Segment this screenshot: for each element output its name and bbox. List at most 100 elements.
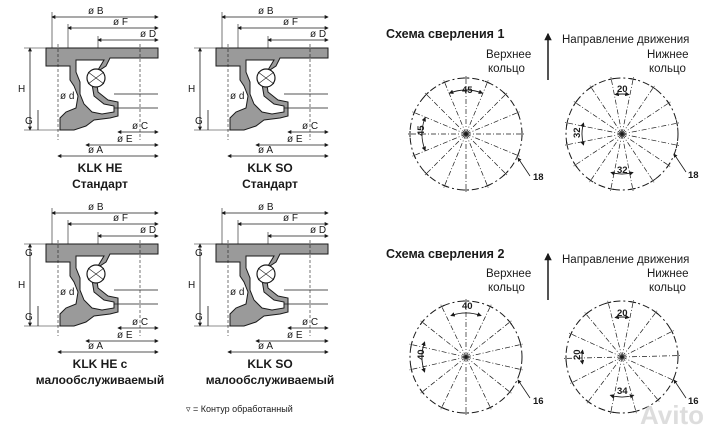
s2-upper-spoke <box>465 343 525 358</box>
section1-dim-e: ø E <box>117 134 133 145</box>
section3-profile-outer <box>45 243 159 327</box>
section4-dim-b: ø B <box>258 202 274 213</box>
s1-upper-arc-top <box>448 89 484 94</box>
scheme2-upper-ring <box>407 297 531 417</box>
s2-lower-hole-mark <box>585 399 591 404</box>
s1-lower-spoke <box>621 75 635 135</box>
s1-lower-spoke <box>609 133 623 193</box>
scheme2-upper-label-2: кольцо <box>488 282 525 294</box>
s2-lower-spoke <box>606 298 623 358</box>
s2-lower-spoke <box>621 298 635 358</box>
s2-lower-spoke <box>621 329 676 358</box>
s2-upper-hole-mark <box>410 366 413 373</box>
s1-lower-spoke <box>563 121 623 135</box>
section4-profile-outer <box>215 243 329 327</box>
s2-upper-hole-mark <box>519 366 522 373</box>
watermark-text: Avito <box>640 400 704 430</box>
s1-lower-hole-mark <box>565 141 569 148</box>
section2-dim-e: ø E <box>287 134 303 145</box>
section2-dim-a: ø A <box>258 145 273 156</box>
scheme2-upper-label-1: Верхнее <box>486 268 531 280</box>
s1-lower-circle <box>565 77 679 191</box>
s2-upper-spoke <box>465 356 525 371</box>
s1-lower-angle-bottom: 32 <box>617 165 628 176</box>
s1-lower-hole-mark <box>666 100 671 106</box>
s2-lower-hole-mark <box>632 410 639 413</box>
section3-dim-g2: G <box>25 248 33 259</box>
s1-upper-spoke <box>465 110 522 135</box>
section3-dim-c: ø C <box>132 317 148 328</box>
s1-upper-hole-mark <box>503 91 509 97</box>
s2-lower-hole-mark <box>583 311 589 317</box>
s2-upper-hole-mark <box>438 405 445 410</box>
s2-upper-holes: 16 <box>533 396 544 407</box>
s2-lower-angle-bottom: 34 <box>617 386 628 397</box>
scheme2-lower-label-1: Нижнее <box>647 268 689 280</box>
s1-lower-hole-mark <box>566 119 569 126</box>
s1-upper-hole-mark <box>516 109 520 116</box>
s2-upper-hole-mark <box>487 304 494 309</box>
section3-dim-a: ø A <box>88 341 103 352</box>
s1-upper-hole-mark <box>412 109 416 116</box>
section2-dim-g: G <box>195 116 203 127</box>
s1-upper-hole-mark <box>423 91 429 97</box>
s1-lower-hole-mark <box>630 78 637 81</box>
section1-dim-g: G <box>25 116 33 127</box>
s1-lower-hole-mark <box>587 178 594 183</box>
s1-lower-spoke <box>621 133 656 185</box>
s1-upper-hole-mark <box>484 184 491 188</box>
s1-upper-hole-mark <box>503 171 509 177</box>
s2-lower-arc-bottom <box>609 394 635 399</box>
section3-ball-cross-2 <box>87 267 105 281</box>
s2-upper-spoke <box>465 302 493 358</box>
s2-upper-hole-mark <box>487 405 494 410</box>
s1-upper-spoke <box>423 91 467 135</box>
section1-dim-b: ø B <box>88 6 104 17</box>
s1-upper-hole-mark <box>484 80 491 84</box>
scheme1-direction: Направление движения <box>562 34 689 46</box>
s2-lower-spoke <box>621 356 638 416</box>
section2-dim-b: ø B <box>258 6 274 17</box>
section3-dim-b: ø B <box>88 202 104 213</box>
s2-lower-arc-left <box>579 349 585 365</box>
s1-lower-hole-mark <box>588 85 594 90</box>
s1-upper-spoke <box>465 133 490 190</box>
s1-lower-center <box>620 132 624 136</box>
s2-upper-angle-top: 40 <box>462 301 473 312</box>
s2-lower-hole-mark <box>670 328 674 335</box>
scheme2-title: Схема сверления 2 <box>386 247 504 261</box>
s2-lower-hole-mark <box>653 310 659 315</box>
scheme1-upper-ring <box>406 74 531 194</box>
section1-caption-1: KLK HE <box>78 161 123 175</box>
scheme2-lower-ring <box>562 298 687 416</box>
s2-upper-hole-mark <box>507 319 513 325</box>
s1-lower-hole-mark <box>573 162 578 168</box>
section2-ball-cross-2 <box>257 71 275 85</box>
s1-lower-spoke <box>621 133 672 168</box>
section3-dim-e: ø E <box>117 330 133 341</box>
section1-dim-a: ø A <box>88 145 103 156</box>
s2-lower-hole-mark <box>569 331 573 337</box>
s1-lower-holes-leader <box>673 153 687 173</box>
section2-dim-d: ø D <box>310 29 326 40</box>
legend-text: ▿ = Контур обработанный <box>186 404 293 414</box>
scheme1-title: Схема сверления 1 <box>386 27 504 41</box>
s1-upper-arc-left <box>421 116 426 152</box>
section1-dim-c: ø C <box>132 121 148 132</box>
s1-lower-spoke <box>571 133 623 168</box>
section4-dim-g2: G <box>195 248 203 259</box>
section1-dim-f: ø F <box>113 17 128 28</box>
s2-lower-angle-left: 20 <box>572 349 583 360</box>
s2-upper-spoke <box>418 319 467 358</box>
s2-lower-spoke <box>567 331 623 358</box>
s2-upper-arc-left <box>421 341 426 373</box>
s1-upper-hole-mark <box>441 80 448 84</box>
s1-lower-spoke <box>588 83 623 135</box>
s1-lower-spoke <box>621 84 656 135</box>
s2-upper-hole-mark <box>419 319 425 325</box>
s2-lower-hole-mark <box>630 301 637 304</box>
